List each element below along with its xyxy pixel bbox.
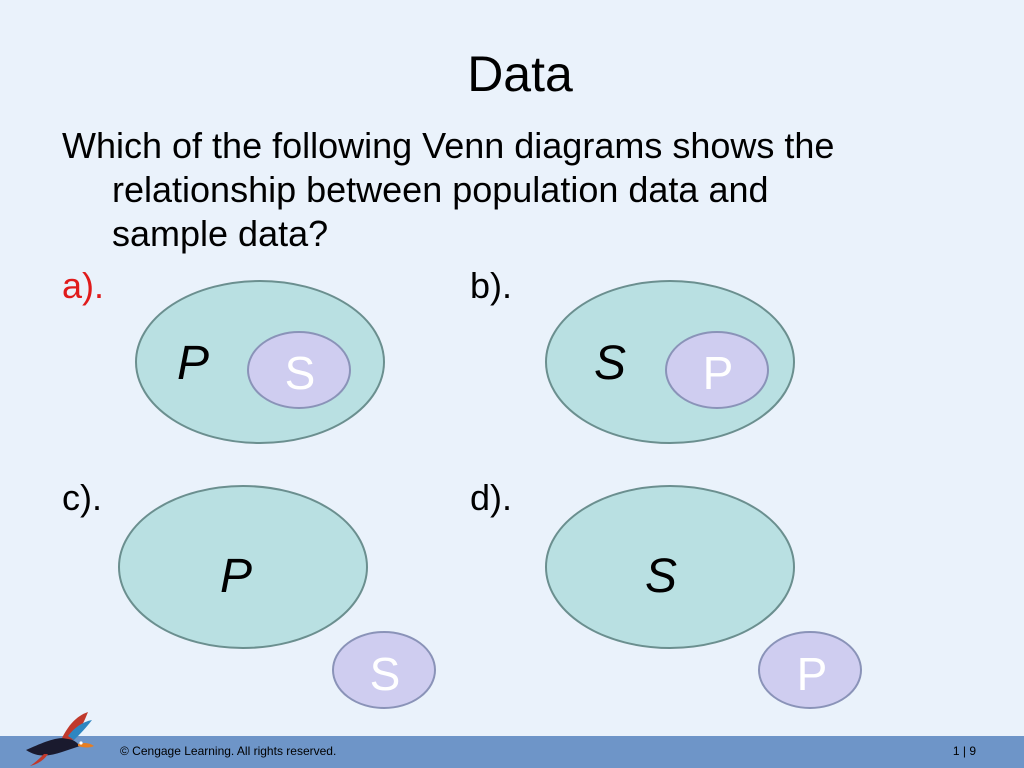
question-line-1: Which of the following Venn diagrams sho… bbox=[62, 125, 835, 166]
inner-label-d: P bbox=[797, 648, 828, 700]
question-line-2: relationship between population data and bbox=[112, 169, 769, 210]
inner-label-a: S bbox=[285, 347, 316, 399]
outer-ellipse-c bbox=[118, 485, 368, 649]
outer-label-a: P bbox=[177, 337, 209, 390]
page-number: 1 | 9 bbox=[952, 744, 976, 758]
venn-diagram-c: P S bbox=[118, 485, 436, 709]
footer-bar bbox=[0, 736, 1024, 768]
option-label-b: b). bbox=[470, 265, 513, 306]
slide-title: Data bbox=[467, 46, 573, 102]
option-label-a: a). bbox=[62, 265, 105, 306]
inner-label-b: P bbox=[703, 347, 734, 399]
option-label-d: d). bbox=[470, 477, 513, 518]
venn-diagram-b: S P bbox=[545, 280, 795, 444]
parrot-logo-icon bbox=[26, 712, 94, 766]
inner-label-c: S bbox=[370, 648, 401, 700]
inner-ellipse-b bbox=[665, 331, 769, 409]
question-line-3: sample data? bbox=[112, 213, 329, 254]
outer-label-c: P bbox=[220, 550, 252, 603]
outer-label-b: S bbox=[594, 337, 626, 390]
option-label-c: c). bbox=[62, 477, 102, 518]
venn-diagram-d: S P bbox=[545, 485, 862, 709]
copyright-text: © Cengage Learning. All rights reserved. bbox=[120, 744, 337, 758]
venn-diagram-a: P S bbox=[135, 280, 385, 444]
question-text: Which of the following Venn diagrams sho… bbox=[62, 124, 942, 256]
outer-ellipse-d bbox=[545, 485, 795, 649]
inner-ellipse-a bbox=[247, 331, 351, 409]
outer-label-d: S bbox=[645, 550, 677, 603]
inner-ellipse-c bbox=[332, 631, 436, 709]
inner-ellipse-d bbox=[758, 631, 862, 709]
